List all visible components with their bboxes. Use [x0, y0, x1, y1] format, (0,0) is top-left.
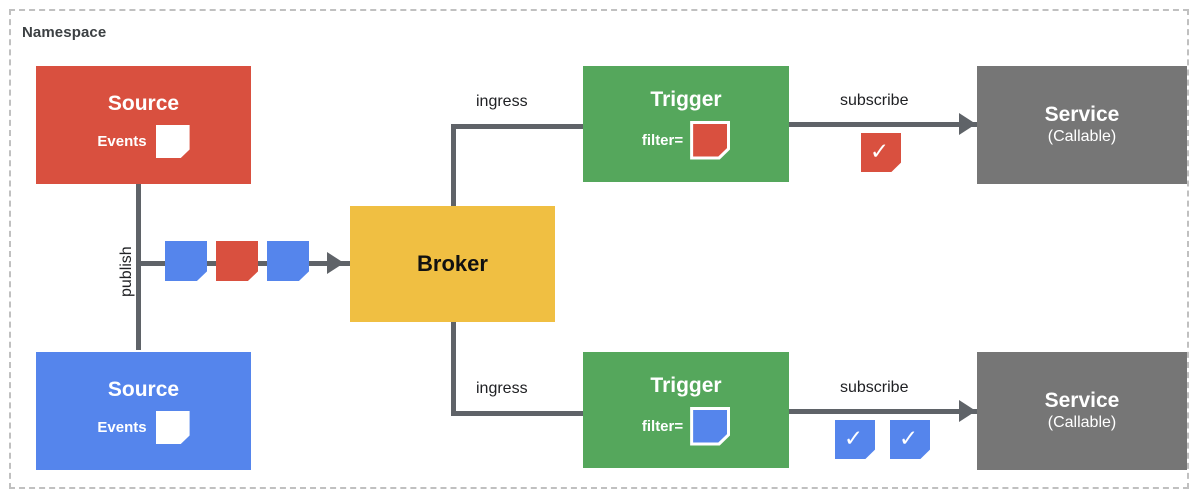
subscribe-bottom-arrowhead: [959, 400, 976, 422]
source-red-events-row: Events: [97, 125, 190, 159]
service-bottom-title: Service: [1044, 389, 1120, 413]
event-chip-3-body: [267, 241, 309, 281]
filter-event-icon: [690, 121, 730, 160]
ingress-top-connector: [451, 124, 584, 129]
trigger-bottom-filter-label: filter=: [641, 417, 684, 435]
delivered-event-red-body: [861, 133, 901, 172]
trigger-bottom-filter-row: filter=: [642, 407, 730, 446]
trigger-top-title: Trigger: [650, 88, 722, 112]
delivered-event-red: ✓: [861, 133, 901, 172]
event-chip-1-body: [165, 241, 207, 281]
source-blue-events-row: Events: [97, 411, 190, 445]
filter-event-icon: [690, 407, 730, 446]
publish-label: publish: [118, 246, 135, 297]
filter-event-icon-body: [693, 409, 728, 443]
event-icon: [155, 411, 190, 445]
event-chip-2: [216, 241, 258, 281]
ingress-bottom-label: ingress: [476, 380, 528, 397]
trigger-node-bottom[interactable]: Trigger filter=: [583, 352, 789, 468]
filter-event-icon-body: [693, 123, 728, 157]
trigger-top-filter-label: filter=: [641, 131, 684, 149]
ingress-bottom-connector: [451, 411, 584, 416]
delivered-event-blue-1: ✓: [835, 420, 875, 459]
source-node-blue[interactable]: Source Events: [36, 352, 251, 470]
event-chip-3: [267, 241, 309, 281]
trigger-node-top[interactable]: Trigger filter=: [583, 66, 789, 182]
trigger-top-filter-row: filter=: [642, 121, 730, 160]
event-icon-body: [155, 411, 190, 445]
subscribe-top-label: subscribe: [840, 92, 909, 109]
service-node-top[interactable]: Service (Callable): [977, 66, 1187, 184]
namespace-label: Namespace: [22, 24, 107, 41]
source-node-red[interactable]: Source Events: [36, 66, 251, 184]
source-blue-events-label: Events: [97, 419, 147, 437]
source-red-title: Source: [107, 91, 180, 115]
ingress-top-label: ingress: [476, 93, 528, 110]
namespace-boundary: [9, 9, 1189, 489]
service-top-subtitle: (Callable): [1047, 128, 1117, 146]
event-icon-body: [155, 125, 190, 159]
event-chip-2-body: [216, 241, 258, 281]
delivered-event-blue-1-body: [835, 420, 875, 459]
subscribe-top-arrowhead: [959, 113, 976, 135]
event-chip-1: [165, 241, 207, 281]
check-icon: ✓: [843, 424, 864, 451]
delivered-event-blue-2-body: [890, 420, 930, 459]
check-icon: ✓: [898, 424, 919, 451]
source-red-events-label: Events: [97, 133, 147, 151]
service-node-bottom[interactable]: Service (Callable): [977, 352, 1187, 470]
subscribe-bottom-label: subscribe: [840, 379, 909, 396]
delivered-event-blue-2: ✓: [890, 420, 930, 459]
service-top-title: Service: [1044, 103, 1120, 127]
subscribe-bottom-connector: [789, 409, 979, 414]
source-blue-title: Source: [107, 377, 180, 401]
check-icon: ✓: [869, 137, 890, 164]
broker-node[interactable]: Broker: [350, 206, 555, 322]
broker-title: Broker: [417, 250, 488, 276]
publish-arrowhead: [327, 252, 344, 274]
trigger-bottom-title: Trigger: [650, 374, 722, 398]
service-bottom-subtitle: (Callable): [1047, 414, 1117, 432]
subscribe-top-connector: [789, 122, 979, 127]
event-icon: [155, 125, 190, 159]
